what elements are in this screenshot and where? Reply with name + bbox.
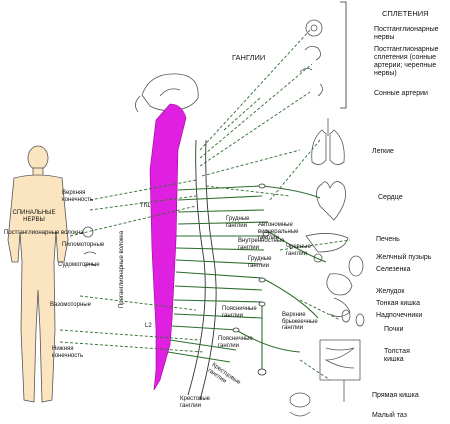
pilomotor-label: Пиломоторные bbox=[62, 242, 105, 248]
preganglionic-fibers bbox=[167, 185, 327, 372]
body-side-icons bbox=[82, 226, 97, 267]
ganglia-header: ГАНГЛИИ bbox=[232, 53, 266, 62]
pelvis-icon bbox=[289, 392, 311, 417]
preganglionic-fibers-label: Преганглионарные волокна bbox=[119, 230, 125, 308]
heart-icon bbox=[316, 181, 347, 221]
autonomic-visceral-ganglia-label: Автономные висцеральные ганглии bbox=[258, 222, 299, 241]
postganglionic-fibers-label: Постганглионарные волокна bbox=[4, 230, 84, 236]
upper-mesenteric-ganglia-label: Верхние брыжеечные ганглии bbox=[282, 312, 318, 331]
thoracic-ganglia-label: Грудные ганглии bbox=[226, 216, 250, 229]
sacral-ganglia-label: Крестовые ганглии bbox=[180, 396, 211, 409]
internal-ganglia-label: Внутренностные ганглии bbox=[238, 238, 285, 251]
organ-stomach-label: Желудок bbox=[376, 288, 405, 295]
organ-gallbladder-label: Желчный пузырь bbox=[376, 254, 432, 261]
organ-lungs-label: Легкие bbox=[372, 148, 394, 155]
lumbar-ganglia-2-label: Поясничные ганглии bbox=[218, 336, 253, 349]
human-body-figure bbox=[7, 145, 69, 403]
plexuses-header: СПЛЕТЕНИЯ bbox=[382, 9, 429, 18]
lungs-icon bbox=[311, 118, 345, 165]
organ-pelvis-label: Малый таз bbox=[372, 412, 407, 419]
organ-liver-label: Печень bbox=[376, 236, 400, 243]
spinal-nerves-label: СПИНАЛЬНЫЕ НЕРВЫ bbox=[12, 210, 56, 223]
plexus-postganglionic-plexuses: Постганглионарные сплетения (сонные арте… bbox=[374, 46, 439, 77]
head-plexus-icons bbox=[299, 19, 323, 97]
organ-colon-label: Толстая кишка bbox=[384, 348, 410, 363]
upper-limb-label: Верхняя конечность bbox=[62, 190, 94, 203]
l2-label: L2 bbox=[145, 323, 152, 329]
ganglion-nodes bbox=[232, 183, 270, 376]
th1-label: Th1 bbox=[140, 203, 151, 209]
organ-adrenal-label: Надпочечники bbox=[376, 312, 423, 319]
organ-heart-label: Сердце bbox=[378, 194, 403, 201]
postganglionic-dashed-fibers bbox=[59, 29, 351, 381]
organ-kidneys-label: Почки bbox=[384, 326, 404, 333]
plexus-postganglionic-nerves: Постганглионарные нервы bbox=[374, 26, 439, 41]
intestine-icon bbox=[319, 339, 361, 402]
plexus-bracket bbox=[340, 1, 347, 109]
organ-spleen-label: Селезенка bbox=[376, 266, 411, 273]
thoracic-ganglia-2-label: Грудные ганглии bbox=[248, 256, 272, 269]
lower-limb-label: Нижняя конечность bbox=[52, 346, 84, 359]
spinal-cord bbox=[149, 103, 187, 391]
plexus-carotid-arteries: Сонные артерии bbox=[374, 90, 428, 97]
vasomotor-label: Вазомоторные bbox=[50, 302, 91, 308]
brain-outline bbox=[135, 73, 199, 113]
sympathetic-chain bbox=[187, 139, 217, 401]
abdominal-organs-icons bbox=[305, 233, 365, 327]
sudomotor-label: Судомоторные bbox=[58, 262, 100, 268]
organ-small-intestine-label: Тонкая кишка bbox=[376, 300, 421, 307]
organ-rectum-label: Прямая кишка bbox=[372, 392, 419, 399]
lumbar-ganglia-label: Поясничные ганглии bbox=[222, 306, 257, 319]
celiac-ganglia-label: Чревные ганглии bbox=[286, 244, 311, 257]
